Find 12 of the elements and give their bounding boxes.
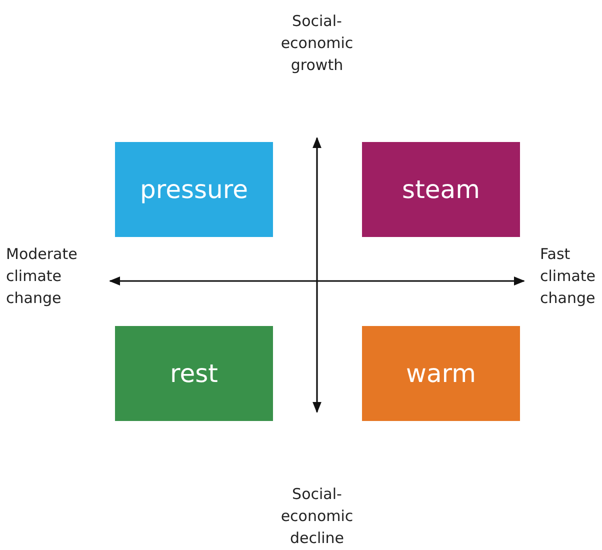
scenario-name: warm	[406, 359, 476, 388]
scenario-box	[115, 142, 273, 237]
scenario-name: steam	[402, 175, 480, 204]
scenario-name: pressure	[140, 175, 248, 204]
scenario-box	[362, 142, 520, 237]
axis-label: Social-economic decline	[280, 484, 354, 549]
scenario-box	[115, 326, 273, 421]
axis-label: Social-economic growth	[280, 11, 354, 76]
scenario-name: rest	[170, 359, 218, 388]
axis-label: Moderate climate change	[6, 244, 78, 309]
axis-label: Fast climate change	[540, 244, 596, 309]
scenario-box	[362, 326, 520, 421]
